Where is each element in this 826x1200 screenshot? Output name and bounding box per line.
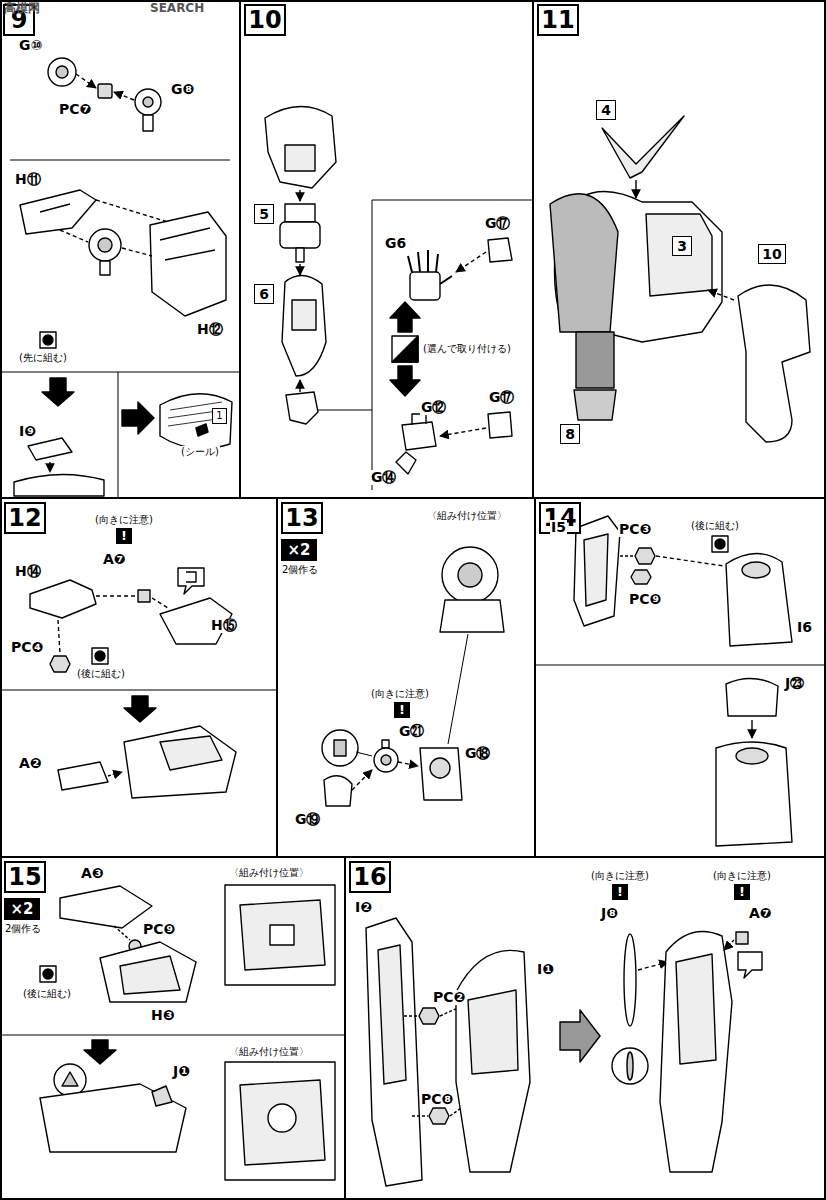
- part-label: H⑫: [196, 322, 224, 337]
- watermark: SEARCH: [150, 2, 204, 15]
- part-label: G⑫: [420, 400, 448, 415]
- part-label: G⑩: [18, 38, 43, 53]
- node-text: 4: [601, 103, 611, 117]
- part-label: A❷: [18, 756, 43, 771]
- part-label: PC❼: [58, 102, 92, 117]
- part-label: G⑱: [464, 746, 492, 761]
- part-label: PC❾: [142, 922, 176, 937]
- sticker-number: 1: [212, 408, 227, 424]
- watermark: 高模网: [4, 2, 40, 15]
- caution-mark: !: [734, 884, 750, 900]
- step-number: 12: [4, 502, 46, 534]
- part-label: I❷: [354, 900, 373, 915]
- node-text: 5: [259, 207, 269, 221]
- step-number: 16: [349, 861, 391, 893]
- caution-mark: !: [394, 702, 410, 718]
- note-text: (後に組む): [690, 520, 740, 531]
- note-text: (後に組む): [76, 668, 126, 679]
- part-label: I❾: [18, 424, 37, 439]
- caution-mark: !: [116, 528, 132, 544]
- note-text: 2個作る: [281, 564, 319, 575]
- note-text: (向きに注意): [94, 514, 154, 525]
- part-label: A❼: [102, 552, 127, 567]
- note-text: (向きに注意): [712, 870, 772, 881]
- note-text: (選んで取り付ける): [422, 343, 512, 354]
- part-label: H⑮: [210, 618, 238, 633]
- note-text: 2個作る: [4, 923, 42, 934]
- note-text: 〈組み付け位置〉: [426, 510, 508, 521]
- step-number: 15: [4, 861, 46, 893]
- part-label: H⑭: [14, 564, 42, 579]
- part-label: G❽: [170, 82, 195, 97]
- part-number-box: 8: [560, 424, 580, 444]
- node-text: 1: [216, 411, 222, 421]
- note-text: 〈組み付け位置〉: [228, 1046, 310, 1057]
- node-text: 12: [8, 506, 41, 530]
- part-label: G⑭: [370, 470, 398, 485]
- part-label: G⑲: [294, 812, 322, 827]
- note-text: 〈組み付け位置〉: [228, 867, 310, 878]
- part-label: PC❽: [420, 1092, 454, 1107]
- quantity-badge: ×2: [281, 539, 317, 561]
- note-text: (シール): [180, 446, 220, 457]
- step-number: 10: [244, 4, 286, 36]
- node-text: 8: [565, 427, 575, 441]
- step-number: 11: [537, 4, 579, 36]
- part-label: G㉑: [398, 724, 426, 739]
- part-label: I5: [550, 520, 567, 535]
- node-text: ×2: [10, 902, 33, 917]
- part-label: G⑰: [488, 390, 516, 405]
- part-label: A❼: [748, 906, 773, 921]
- part-label: PC❹: [10, 640, 44, 655]
- part-label: G6: [384, 236, 407, 251]
- node-text: 10: [248, 8, 281, 32]
- node-text: 16: [353, 865, 386, 889]
- caution-mark: !: [612, 884, 628, 900]
- node-text: 13: [285, 506, 318, 530]
- quantity-badge: ×2: [4, 898, 40, 920]
- part-number-box: 6: [254, 284, 274, 304]
- part-label: G⑰: [484, 216, 512, 231]
- part-label: H❸: [150, 1008, 176, 1023]
- part-label: I❶: [536, 962, 555, 977]
- part-label: J㉓: [784, 676, 805, 691]
- part-label: PC❸: [618, 522, 652, 537]
- node-text: 6: [259, 287, 269, 301]
- part-label: A❸: [80, 866, 105, 881]
- node-text: 10: [762, 247, 781, 261]
- part-number-box: 3: [672, 236, 692, 256]
- node-text: ×2: [287, 543, 310, 558]
- part-label: PC❾: [628, 592, 662, 607]
- note-text: (向きに注意): [370, 688, 430, 699]
- note-text: (向きに注意): [590, 870, 650, 881]
- part-label: J❽: [600, 906, 619, 921]
- part-label: PC❷: [432, 990, 466, 1005]
- part-label: J❶: [172, 1064, 191, 1079]
- part-label: H⑪: [14, 172, 42, 187]
- node-text: 11: [541, 8, 574, 32]
- part-number-box: 4: [596, 100, 616, 120]
- part-label: I6: [796, 620, 813, 635]
- note-text: (先に組む): [18, 352, 68, 363]
- note-text: (後に組む): [22, 988, 72, 999]
- node-text: 3: [677, 239, 687, 253]
- part-number-box: 5: [254, 204, 274, 224]
- part-number-box: 10: [758, 244, 786, 264]
- node-text: 15: [8, 865, 41, 889]
- step-number: 13: [281, 502, 323, 534]
